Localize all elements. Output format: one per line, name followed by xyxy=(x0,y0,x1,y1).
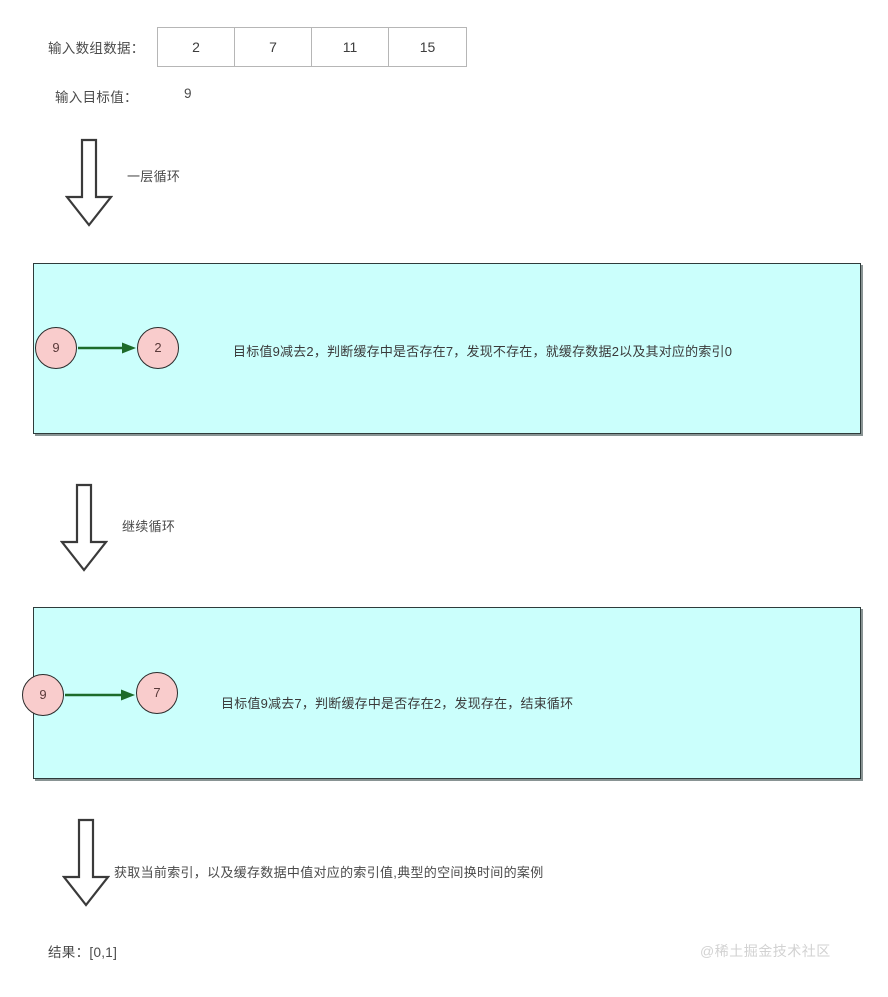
array-table: 2 7 11 15 xyxy=(157,27,467,67)
input-target-row: 输入目标值： 9 xyxy=(0,86,400,106)
watermark: @稀土掘金技术社区 xyxy=(700,943,831,959)
input-target-label: 输入目标值： xyxy=(55,90,138,105)
input-array-label: 输入数组数据： xyxy=(48,41,145,56)
node-circle-target: 2 xyxy=(137,327,179,369)
arrow-label-loop-one: 一层循环 xyxy=(127,169,181,184)
node-circle-source: 9 xyxy=(22,674,64,716)
input-target-value: 9 xyxy=(184,86,192,101)
arrow-label-final-summary: 获取当前索引，以及缓存数据中值对应的索引值,典型的空间换时间的案例 xyxy=(114,865,544,880)
input-array-row: 输入数组数据： 2 7 11 15 xyxy=(0,27,470,67)
node-connector-arrow-icon xyxy=(78,341,138,355)
arrow-label-continue-loop: 继续循环 xyxy=(122,519,176,534)
step-description-2: 目标值9减去7，判断缓存中是否存在2，发现存在，结束循环 xyxy=(221,696,574,711)
node-circle-target: 7 xyxy=(136,672,178,714)
array-cell: 7 xyxy=(235,28,312,66)
node-connector-arrow-icon xyxy=(65,688,137,702)
array-cell: 11 xyxy=(312,28,389,66)
step-description-1: 目标值9减去2，判断缓存中是否存在7，发现不存在，就缓存数据2以及其对应的索引0 xyxy=(233,344,733,359)
down-arrow-icon xyxy=(65,138,113,228)
node-circle-source: 9 xyxy=(35,327,77,369)
array-cell: 15 xyxy=(419,39,436,55)
result-text: 结果：[0,1] xyxy=(48,945,118,960)
down-arrow-icon xyxy=(62,818,110,908)
array-cell: 2 xyxy=(158,28,235,66)
down-arrow-icon xyxy=(60,483,108,573)
